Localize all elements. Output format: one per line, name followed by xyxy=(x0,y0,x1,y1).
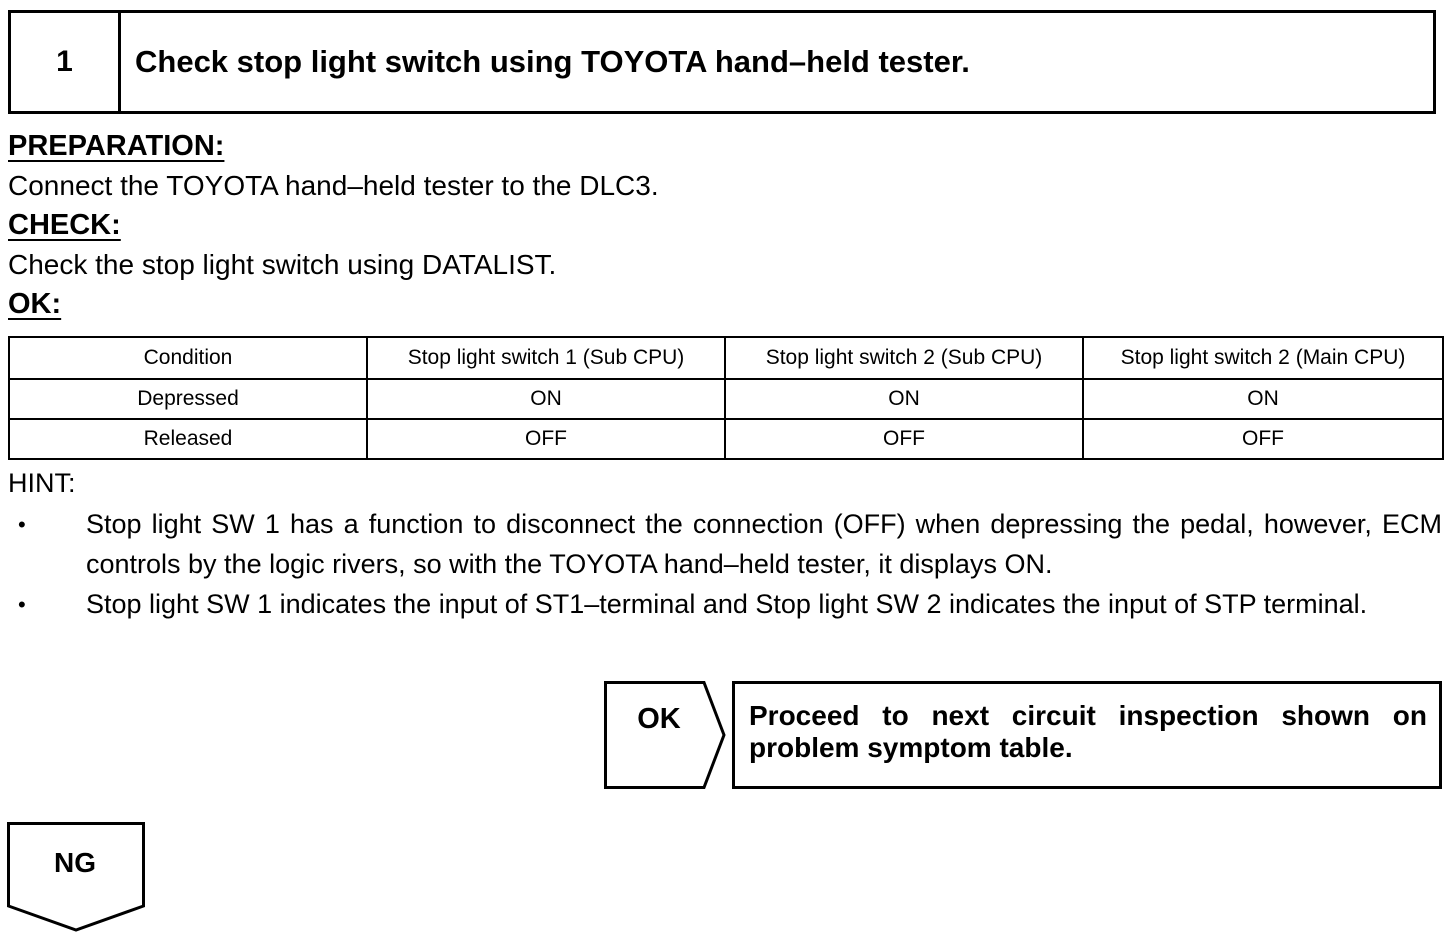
table-header-cell: Stop light switch 2 (Main CPU) xyxy=(1082,336,1444,380)
hint-item: Stop light SW 1 indicates the input of S… xyxy=(86,589,1368,619)
hint-item: Stop light SW 1 has a function to discon… xyxy=(86,509,1442,579)
table-cell: ON xyxy=(1082,378,1444,420)
table-cell: OFF xyxy=(1082,418,1444,460)
ng-branch-label: NG xyxy=(54,847,96,878)
table-header-cell: Stop light switch 2 (Sub CPU) xyxy=(724,336,1084,380)
check-label: CHECK: xyxy=(8,209,121,241)
ng-arrow-shape xyxy=(7,822,145,932)
preparation-label: PREPARATION: xyxy=(8,130,225,162)
ok-label: OK: xyxy=(8,288,62,320)
step-number: 1 xyxy=(11,13,121,111)
table-header-cell: Stop light switch 1 (Sub CPU) xyxy=(366,336,726,380)
ok-result-box: Proceed to next circuit inspection shown… xyxy=(732,681,1442,789)
bullet-icon: • xyxy=(18,512,26,537)
table-cell: ON xyxy=(366,378,726,420)
condition-table: Condition Stop light switch 1 (Sub CPU) … xyxy=(8,336,1444,460)
ok-arrow-shape xyxy=(604,681,726,789)
table-row: Released OFF OFF OFF xyxy=(8,418,1444,460)
table-cell: OFF xyxy=(724,418,1084,460)
hint-label: HINT: xyxy=(8,468,76,498)
table-header-cell: Condition xyxy=(8,336,368,380)
table-cell: OFF xyxy=(366,418,726,460)
step-title: Check stop light switch using TOYOTA han… xyxy=(135,44,970,79)
check-text: Check the stop light switch using DATALI… xyxy=(8,249,557,280)
table-header-row: Condition Stop light switch 1 (Sub CPU) … xyxy=(8,336,1444,380)
table-cell: ON xyxy=(724,378,1084,420)
step-header-box: 1 Check stop light switch using TOYOTA h… xyxy=(8,10,1436,114)
table-cell: Released xyxy=(8,418,368,460)
table-cell: Depressed xyxy=(8,378,368,420)
bullet-icon: • xyxy=(18,592,26,617)
table-row: Depressed ON ON ON xyxy=(8,378,1444,420)
ok-branch-label: OK xyxy=(637,702,681,735)
preparation-text: Connect the TOYOTA hand–held tester to t… xyxy=(8,170,659,201)
